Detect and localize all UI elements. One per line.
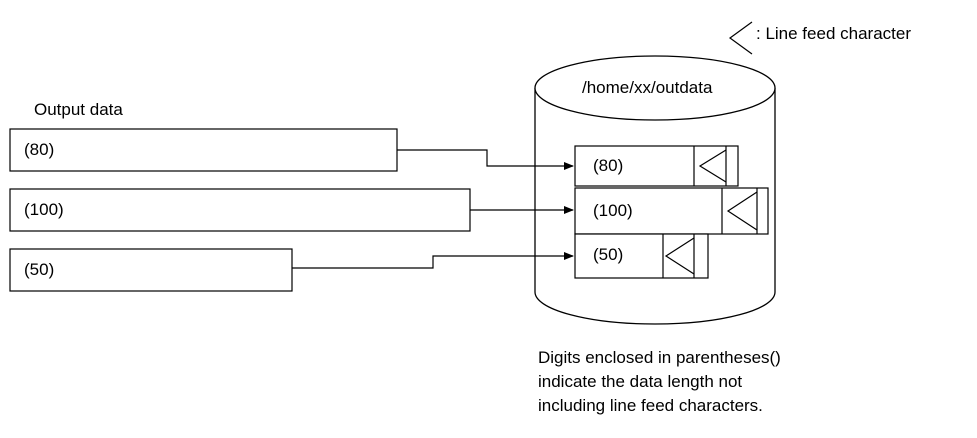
connector-arrow-3 (292, 252, 574, 269)
output-record-box-3 (9, 248, 293, 292)
output-data-title: Output data (34, 100, 123, 119)
footnote-line-1: Digits enclosed in parentheses() (538, 348, 781, 367)
file-record-label-3: (50) (593, 245, 624, 264)
file-record-label-2: (100) (593, 201, 633, 220)
output-record-box-2 (9, 188, 471, 232)
file-record-2 (574, 187, 769, 235)
legend-label: : Line feed character (756, 24, 911, 43)
file-record-3 (574, 233, 709, 279)
output-record-label-1: (80) (24, 140, 55, 159)
file-record-label-1: (80) (593, 156, 624, 175)
triangle-icon (728, 21, 753, 55)
footnote-line-3: including line feed characters. (538, 396, 763, 415)
line-feed-icon (664, 237, 695, 275)
footnote: Digits enclosed in parentheses() indicat… (538, 346, 781, 418)
connector-arrow-1 (397, 149, 574, 170)
output-record-box-1 (9, 128, 398, 172)
line-feed-icon (698, 149, 727, 183)
output-record-label-3: (50) (24, 260, 55, 279)
file-record-1 (574, 145, 739, 187)
footnote-line-2: indicate the data length not (538, 372, 743, 391)
line-feed-icon (726, 191, 758, 231)
file-path: /home/xx/outdata (582, 78, 713, 97)
output-record-label-2: (100) (24, 200, 64, 219)
